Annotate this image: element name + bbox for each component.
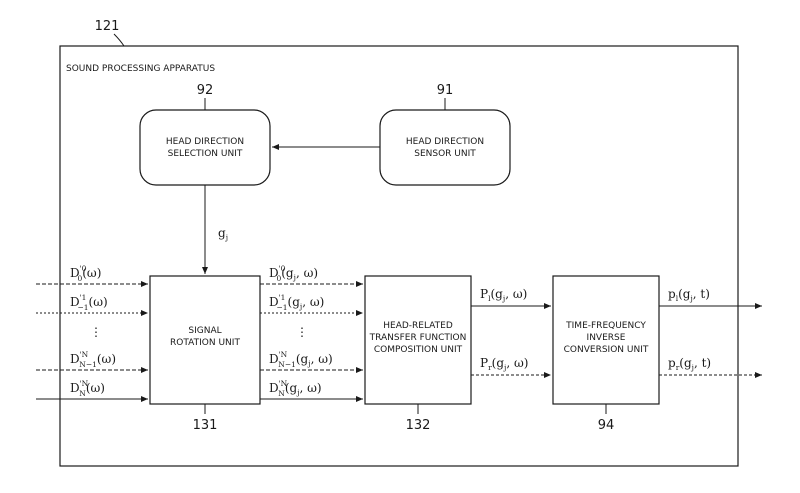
hrtf-composition-unit <box>364 275 472 405</box>
p-freq-left: Pl(gj, ω) <box>480 287 527 303</box>
head-direction-selection-unit <box>139 109 271 186</box>
selection-unit-label-2: SELECTION UNIT <box>168 149 243 159</box>
sensor-unit-ref: 91 <box>437 83 454 98</box>
apparatus-boundary <box>59 45 739 467</box>
head-direction-sensor-unit <box>379 109 511 186</box>
tf-unit-label-1: TIME-FREQUENCY <box>565 321 646 331</box>
tf-unit-label-2: INVERSE <box>587 333 626 343</box>
p-freq-right: Pr(gj, ω) <box>480 356 528 372</box>
sensor-unit-label-1: HEAD DIRECTION <box>406 137 484 147</box>
input-ellipsis: ⋮ <box>90 325 102 339</box>
hrtf-unit-label-1: HEAD-RELATED <box>383 321 453 331</box>
sensor-unit-label-2: SENSOR UNIT <box>414 149 476 159</box>
hrtf-unit-ref: 132 <box>406 418 431 433</box>
tf-unit-label-3: CONVERSION UNIT <box>564 345 649 355</box>
hrtf-unit-label-2: TRANSFER FUNCTION <box>369 333 467 343</box>
signal-gj: gj <box>218 226 228 242</box>
middle-ellipsis: ⋮ <box>296 325 308 339</box>
hrtf-unit-label-3: COMPOSITION UNIT <box>374 345 463 355</box>
apparatus-label: SOUND PROCESSING APPARATUS <box>66 64 215 74</box>
rotation-unit-label-2: ROTATION UNIT <box>170 338 240 348</box>
tf-inverse-conversion-unit <box>552 275 660 405</box>
signal-rotation-unit <box>149 275 261 405</box>
rotation-unit-ref: 131 <box>193 418 218 433</box>
middle-signal-1: D'1−1(gj, ω) <box>269 293 324 312</box>
input-signal-1: D'1−1(ω) <box>70 293 108 312</box>
tf-unit-ref: 94 <box>598 418 615 433</box>
p-time-right: pr(gj, t) <box>668 356 711 372</box>
rotation-unit-label-1: SIGNAL <box>188 326 221 336</box>
figure-number-leader <box>113 33 125 47</box>
figure-number: 121 <box>95 19 120 34</box>
selection-unit-label-1: HEAD DIRECTION <box>166 137 244 147</box>
selection-unit-ref: 92 <box>197 83 214 98</box>
p-time-left: pl(gj, t) <box>668 287 710 303</box>
